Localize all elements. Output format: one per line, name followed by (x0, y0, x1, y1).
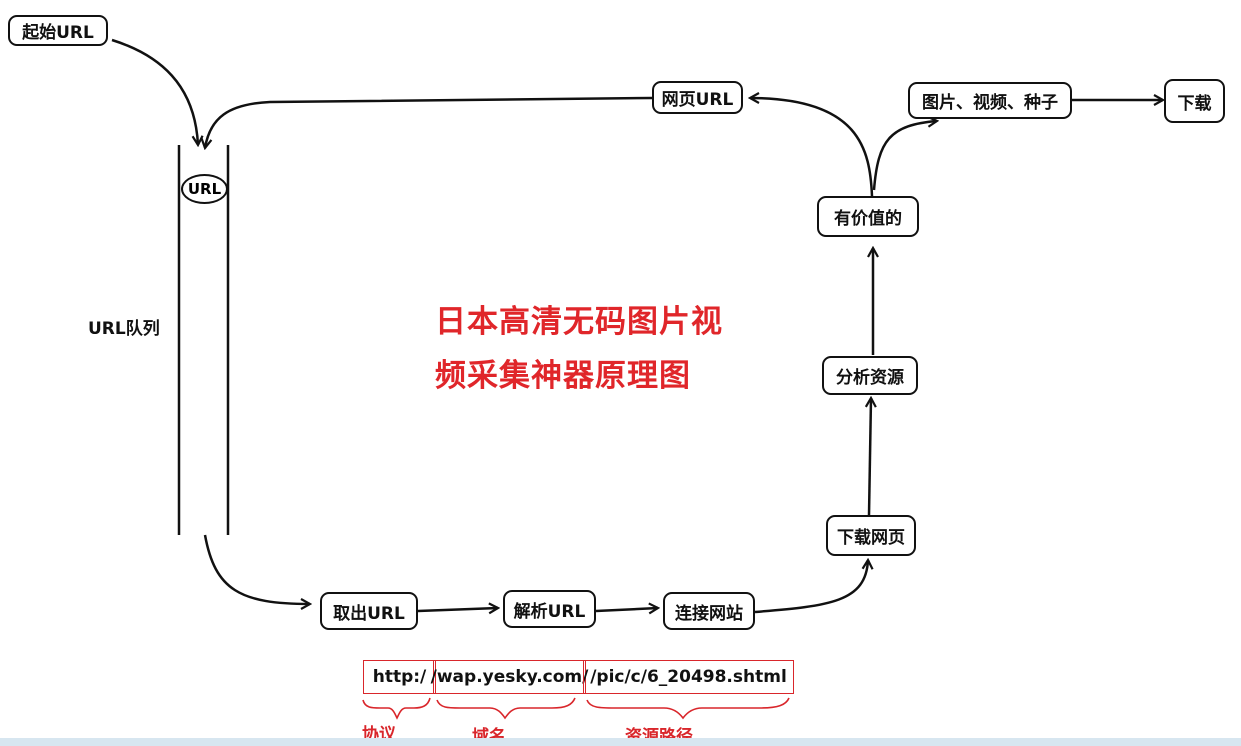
brace-protocol (362, 697, 431, 720)
brace-path (586, 697, 790, 720)
arrow-valuable-to-media (872, 121, 937, 191)
parse-url-node: 解析URL (503, 590, 596, 628)
diagram-title-line-1: 日本高清无码图片视 (435, 304, 723, 340)
download-node: 下载 (1164, 79, 1225, 123)
page-url-node: 网页URL (652, 81, 743, 114)
diagram-title-line-2: 频采集神器原理图 (435, 358, 691, 394)
bottom-edge-bar (0, 738, 1241, 746)
arrow-fetch-to-parse (417, 608, 498, 611)
arrow-pageurl-to-queue (205, 96, 653, 148)
queue-item-pill: URL (181, 174, 228, 204)
download-page-node: 下载网页 (826, 515, 916, 556)
analyze-resource-node: 分析资源 (822, 356, 918, 395)
connect-site-node: 连接网站 (663, 592, 755, 630)
arrow-valuable-to-pageurl (750, 98, 874, 197)
arrow-parse-to-connect (595, 608, 658, 611)
url-domain-segment: /wap.yesky.com/ (431, 660, 588, 694)
fetch-url-node: 取出URL (320, 592, 418, 630)
valuable-node: 有价值的 (817, 196, 919, 237)
arrow-queue-to-fetch (203, 534, 310, 604)
arrow-start-to-queue (111, 38, 198, 145)
url-path-segment: /pic/c/6_20498.shtml (583, 660, 794, 694)
url-protocol-segment: http:/ (363, 660, 436, 694)
brace-domain (436, 697, 576, 720)
media-node: 图片、视频、种子 (908, 82, 1072, 119)
arrow-connect-to-download (754, 560, 868, 614)
start-url-node: 起始URL (8, 15, 108, 46)
url-queue-label: URL队列 (88, 319, 160, 339)
arrow-download-to-analyze (869, 398, 871, 516)
